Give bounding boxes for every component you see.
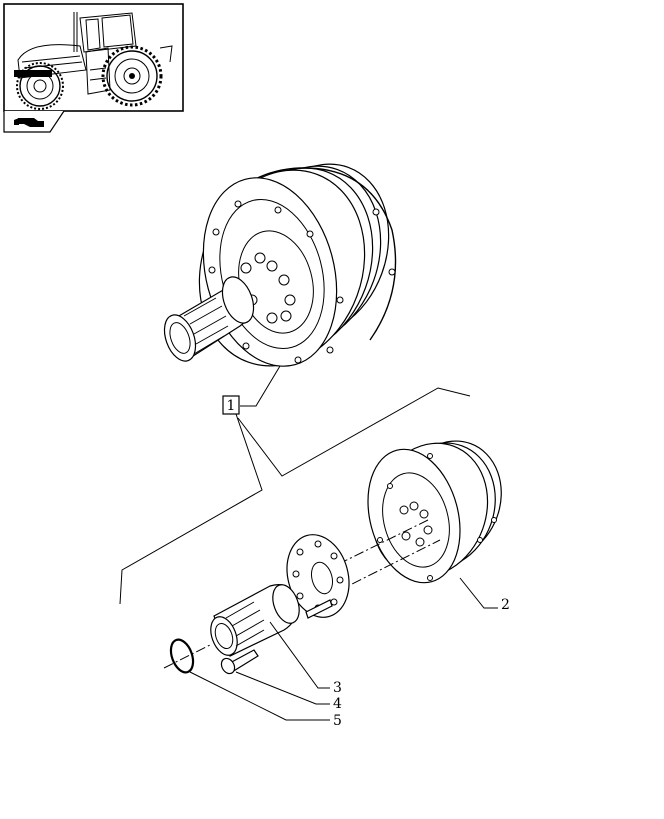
callout-5: 5 [333,713,342,729]
callout-4: 4 [333,696,342,712]
part-4-bolt [220,599,333,705]
tractor-thumbnail [3,3,184,112]
callout-1-leader: 1 [119,365,471,605]
callout-1: 1 [227,398,236,414]
part-5-o-ring [169,638,330,721]
assembled-hub [163,163,397,367]
callout-3: 3 [333,680,342,696]
part-2-hub [367,440,502,609]
callout-2: 2 [501,597,510,613]
arrow-hand-icon [3,110,65,133]
part-3-shaft [210,534,350,689]
